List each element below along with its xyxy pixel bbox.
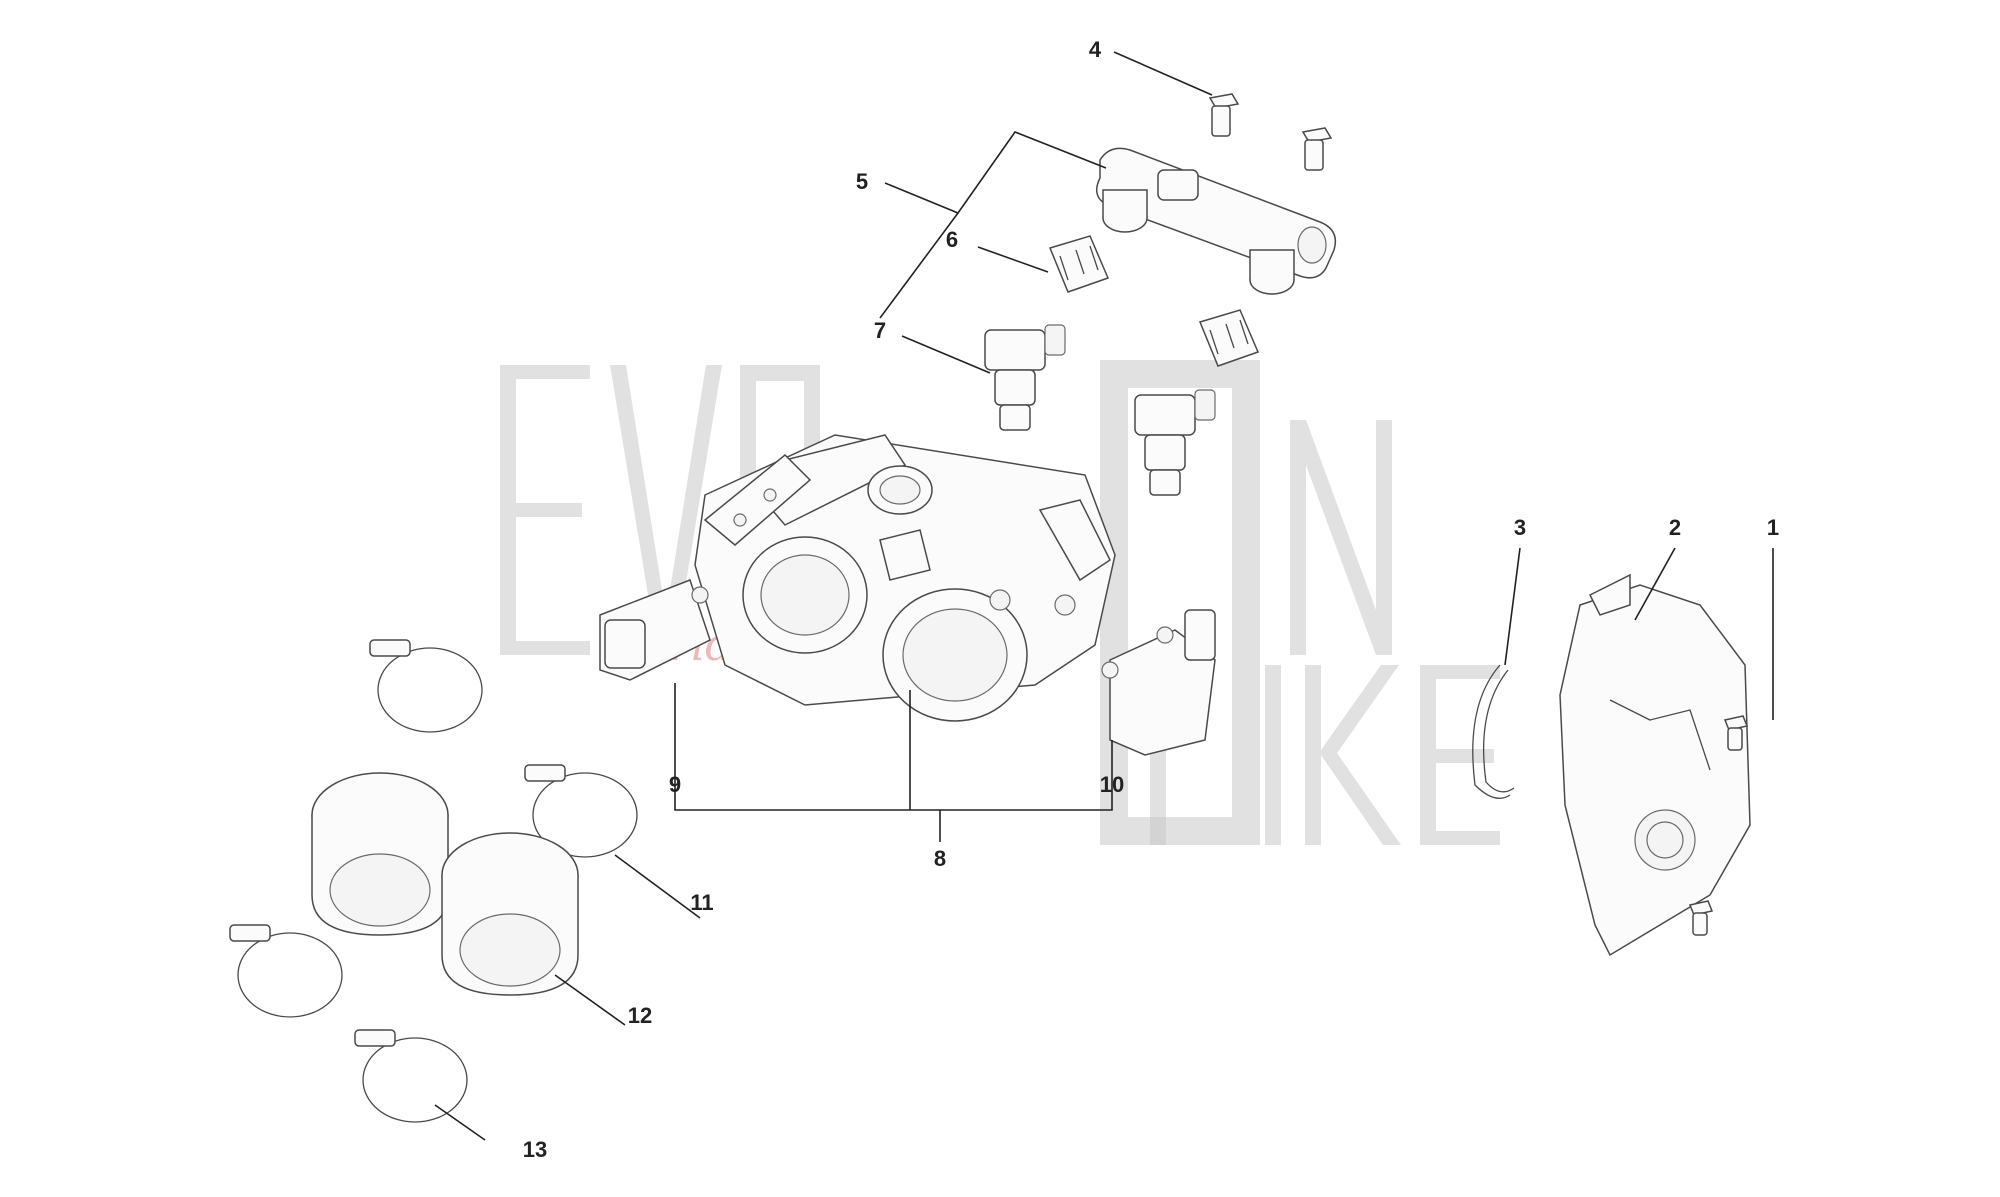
callout-11: 11 bbox=[690, 890, 713, 915]
callout-7: 7 bbox=[874, 318, 886, 343]
callout-labels: 4 5 6 7 1 2 3 9 10 8 11 12 13 bbox=[523, 37, 1779, 1162]
callout-1: 1 bbox=[1767, 515, 1779, 540]
cover-screws-part bbox=[1688, 715, 1749, 936]
callout-10: 10 bbox=[1100, 772, 1124, 797]
map-sensor-part bbox=[1101, 609, 1216, 756]
callout-2: 2 bbox=[1669, 515, 1681, 540]
callout-13: 13 bbox=[523, 1137, 547, 1162]
callout-4: 4 bbox=[1089, 37, 1102, 62]
callout-3: 3 bbox=[1514, 515, 1526, 540]
callout-12: 12 bbox=[628, 1003, 652, 1028]
fuel-rail-part bbox=[1095, 147, 1337, 295]
mounting-bolts-part bbox=[1208, 93, 1333, 171]
throttle-body-assembly-part bbox=[694, 434, 1116, 722]
callout-5: 5 bbox=[856, 169, 868, 194]
throttle-position-sensor-part bbox=[599, 579, 711, 681]
gasket-seal-part bbox=[1472, 664, 1515, 799]
callout-8: 8 bbox=[934, 846, 946, 871]
callout-6: 6 bbox=[946, 227, 958, 252]
hose-clamps-part bbox=[229, 639, 638, 1123]
fuel-injectors-part bbox=[984, 324, 1216, 496]
leader-lines bbox=[434, 51, 1774, 1141]
injector-clips-part bbox=[1048, 235, 1260, 367]
callout-9: 9 bbox=[669, 772, 681, 797]
throttle-cover-part bbox=[1559, 573, 1751, 957]
intake-manifolds-part bbox=[311, 772, 579, 996]
